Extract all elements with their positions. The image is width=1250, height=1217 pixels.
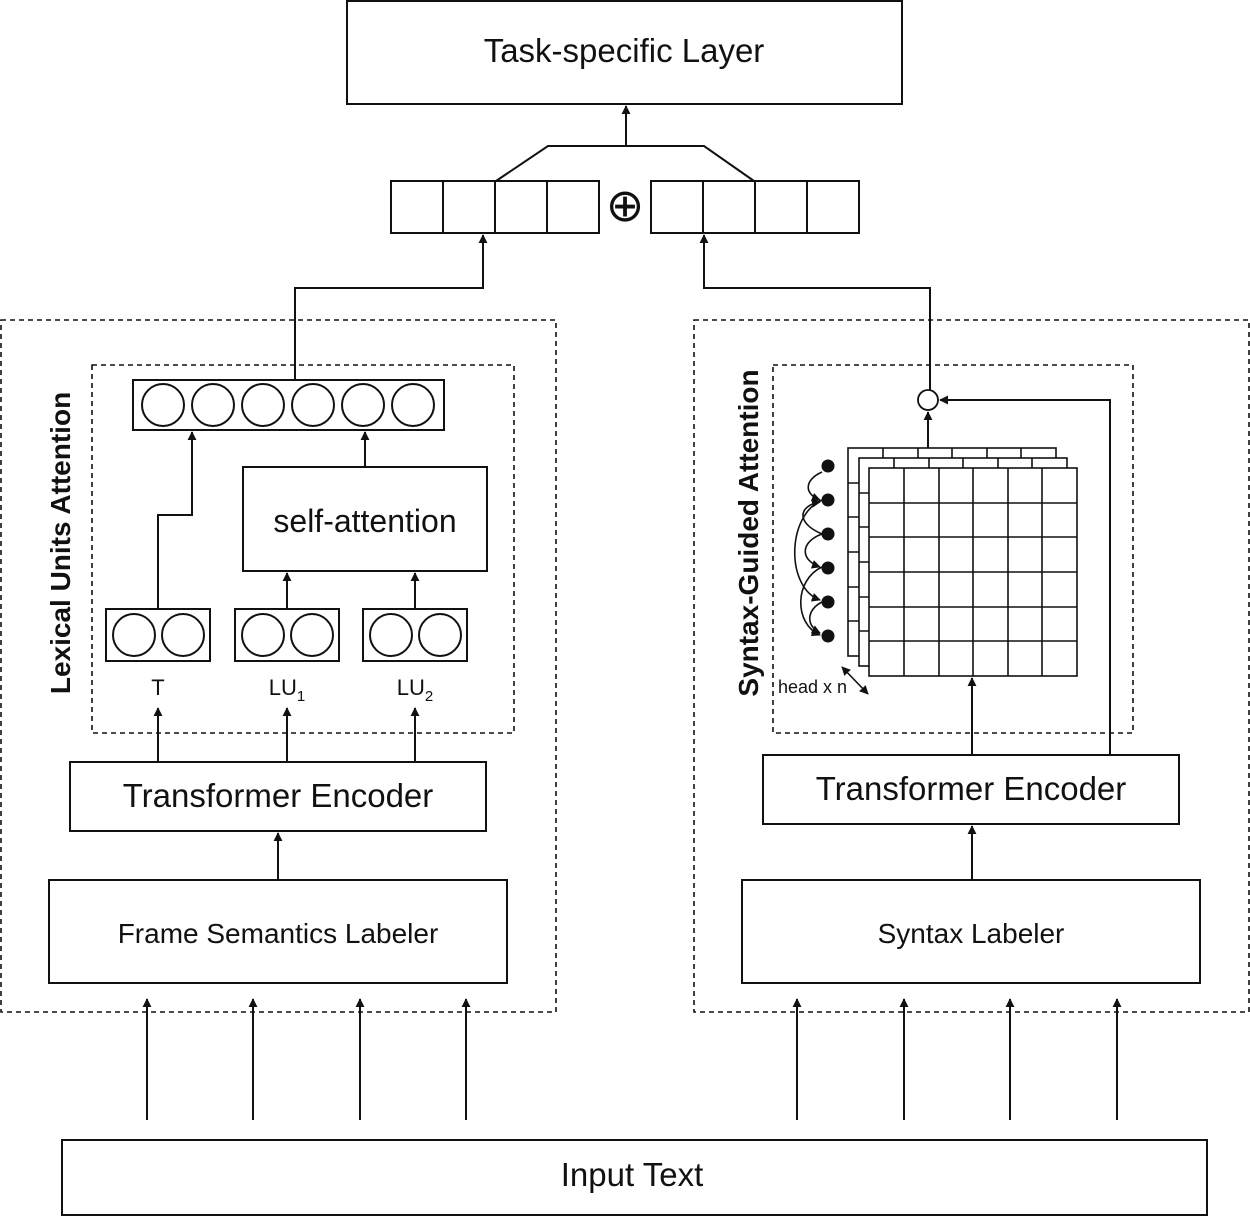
syntax-guided-branch: Syntax-Guided Attention [693,234,1250,1013]
syntax-labeler: Syntax Labeler [741,879,1201,984]
self-attention-label: self-attention [273,503,456,539]
syntax-guided-attention-title: Syntax-Guided Attention [733,369,764,696]
lexical-units-attention-title: Lexical Units Attention [45,392,76,694]
input-text-label: Input Text [561,1156,704,1193]
token-label-lu1: LU1 [269,675,305,705]
task-layer-label: Task-specific Layer [484,32,765,69]
input-text-box: Input Text [61,1139,1208,1216]
concat-symbol: ⊕ [606,179,645,231]
token-label-t: T [151,675,164,700]
left-transformer-encoder: Transformer Encoder [69,761,487,832]
syntax-dependency-graph [794,459,835,643]
lu-attention-output-vector [132,379,445,431]
token-label-lu2: LU2 [397,675,433,705]
right-transformer-encoder: Transformer Encoder [762,754,1180,825]
input-arrows [142,998,1122,1120]
concat-to-task-connector [495,105,755,182]
concat-operator: ⊕ [606,179,645,231]
left-output-vector [390,180,600,234]
heads-label: head x n [778,677,847,697]
syntax-arrows [699,234,1111,755]
token-vector-t [105,608,211,662]
right-encoder-label: Transformer Encoder [816,770,1127,807]
left-encoder-label: Transformer Encoder [123,777,434,814]
heads-indicator: head x n [778,666,869,697]
right-output-vector [650,180,860,234]
syntax-labeler-label: Syntax Labeler [878,918,1065,949]
self-attention-block: self-attention [242,466,488,572]
frame-semantics-labeler: Frame Semantics Labeler [48,879,508,984]
token-vector-lu2 [362,608,468,662]
lu-arrows [153,234,488,762]
lexical-units-branch: Lexical Units Attention self-attention [0,234,557,1013]
attention-heads-stack [847,447,1078,677]
gate-node [917,389,939,411]
frame-semantics-labeler-label: Frame Semantics Labeler [118,918,439,949]
token-vector-lu1 [234,608,340,662]
task-specific-layer: Task-specific Layer [346,0,903,105]
